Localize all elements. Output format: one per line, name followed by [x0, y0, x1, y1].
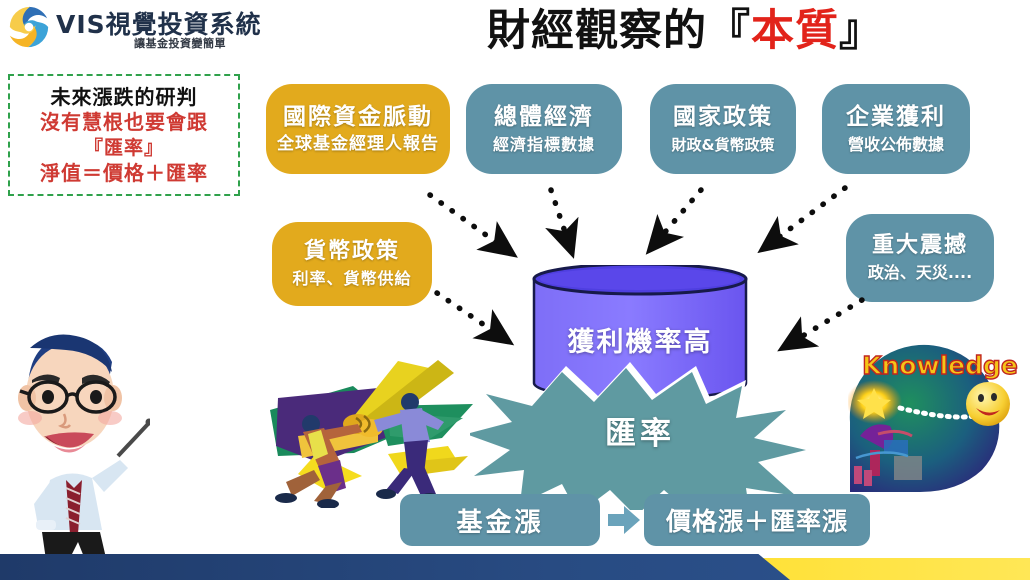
note-line-3: 『匯率』 — [83, 136, 164, 159]
factor-title: 貨幣政策 — [303, 239, 400, 265]
factor-subtitle: 政治、天災.... — [867, 263, 973, 283]
figure-left — [275, 415, 362, 508]
page-title-prefix: 財經觀察的 — [487, 6, 707, 56]
arrow-macro-to-center — [545, 187, 579, 259]
note-line-1: 未來漲跌的研判 — [50, 84, 198, 109]
page-title-highlight: 本質 — [751, 6, 839, 56]
knowledge-text: Knowledge — [862, 351, 1018, 380]
brand-subtitle: 讓基金投資變簡單 — [134, 37, 226, 50]
brand-title: VIS視覺投資系統 — [56, 10, 262, 39]
factor-subtitle: 財政&貨幣政策 — [671, 135, 775, 154]
factor-subtitle: 利率、貨幣供給 — [292, 269, 412, 289]
arrow-monetary-to-center — [434, 290, 515, 346]
brand-logo: VIS視覺投資系統 讓基金投資變簡單 — [6, 2, 261, 54]
factor-subtitle: 全球基金經理人報告 — [277, 133, 439, 154]
note-line-4: 淨值＝價格＋匯率 — [40, 160, 208, 185]
page-title-bracket-open: 『 — [707, 6, 751, 56]
factor-title: 重大震撼 — [871, 233, 968, 259]
factor-subtitle: 營收公佈數據 — [847, 135, 944, 155]
note-line-2: 沒有慧根也要會跟 — [40, 109, 208, 134]
result-fund-rise[interactable]: 基金漲 — [400, 494, 600, 546]
arrow-international-to-center — [427, 192, 518, 258]
money-fight-illustration — [270, 360, 473, 508]
swirl-logo-icon — [6, 4, 52, 50]
result-price-and-fx-rise[interactable]: 價格漲＋匯率漲 — [644, 494, 870, 546]
forecast-note-box: 未來漲跌的研判 沒有慧根也要會跟 『匯率』 淨值＝價格＋匯率 — [8, 74, 240, 196]
presenter-illustration — [18, 334, 150, 564]
arrow-policy-to-center — [645, 187, 704, 255]
factor-title: 國際資金脈動 — [283, 103, 433, 130]
factor-title: 總體經濟 — [494, 103, 594, 130]
arrow-shock-to-center — [777, 297, 865, 352]
factor-monetary-policy[interactable]: 貨幣政策 利率、貨幣供給 — [272, 222, 432, 306]
factor-macro-economy[interactable]: 總體經濟 經濟指標數據 — [466, 84, 622, 174]
cylinder-label: 獲利機率高 — [567, 327, 713, 358]
factor-title: 企業獲利 — [846, 103, 946, 130]
page-title-bracket-close: 』 — [839, 6, 883, 56]
footer-strip — [0, 540, 1030, 580]
factor-subtitle: 經濟指標數據 — [492, 135, 595, 155]
footer-strip-navy — [0, 554, 790, 580]
exchange-rate-burst — [470, 362, 810, 510]
factor-corporate-profit[interactable]: 企業獲利 營收公佈數據 — [822, 84, 970, 174]
arrow-profit-to-center — [757, 185, 848, 254]
knowledge-illustration: Knowledge — [848, 344, 1019, 492]
right-arrow-icon — [608, 506, 640, 534]
factor-title: 國家政策 — [673, 104, 773, 131]
factor-international-capital[interactable]: 國際資金脈動 全球基金經理人報告 — [266, 84, 450, 174]
page-title: 財經觀察的『本質』 — [487, 2, 1027, 60]
burst-label: 匯率 — [605, 416, 675, 452]
factor-national-policy[interactable]: 國家政策 財政&貨幣政策 — [650, 84, 796, 174]
factor-major-shock[interactable]: 重大震撼 政治、天災.... — [846, 214, 994, 302]
